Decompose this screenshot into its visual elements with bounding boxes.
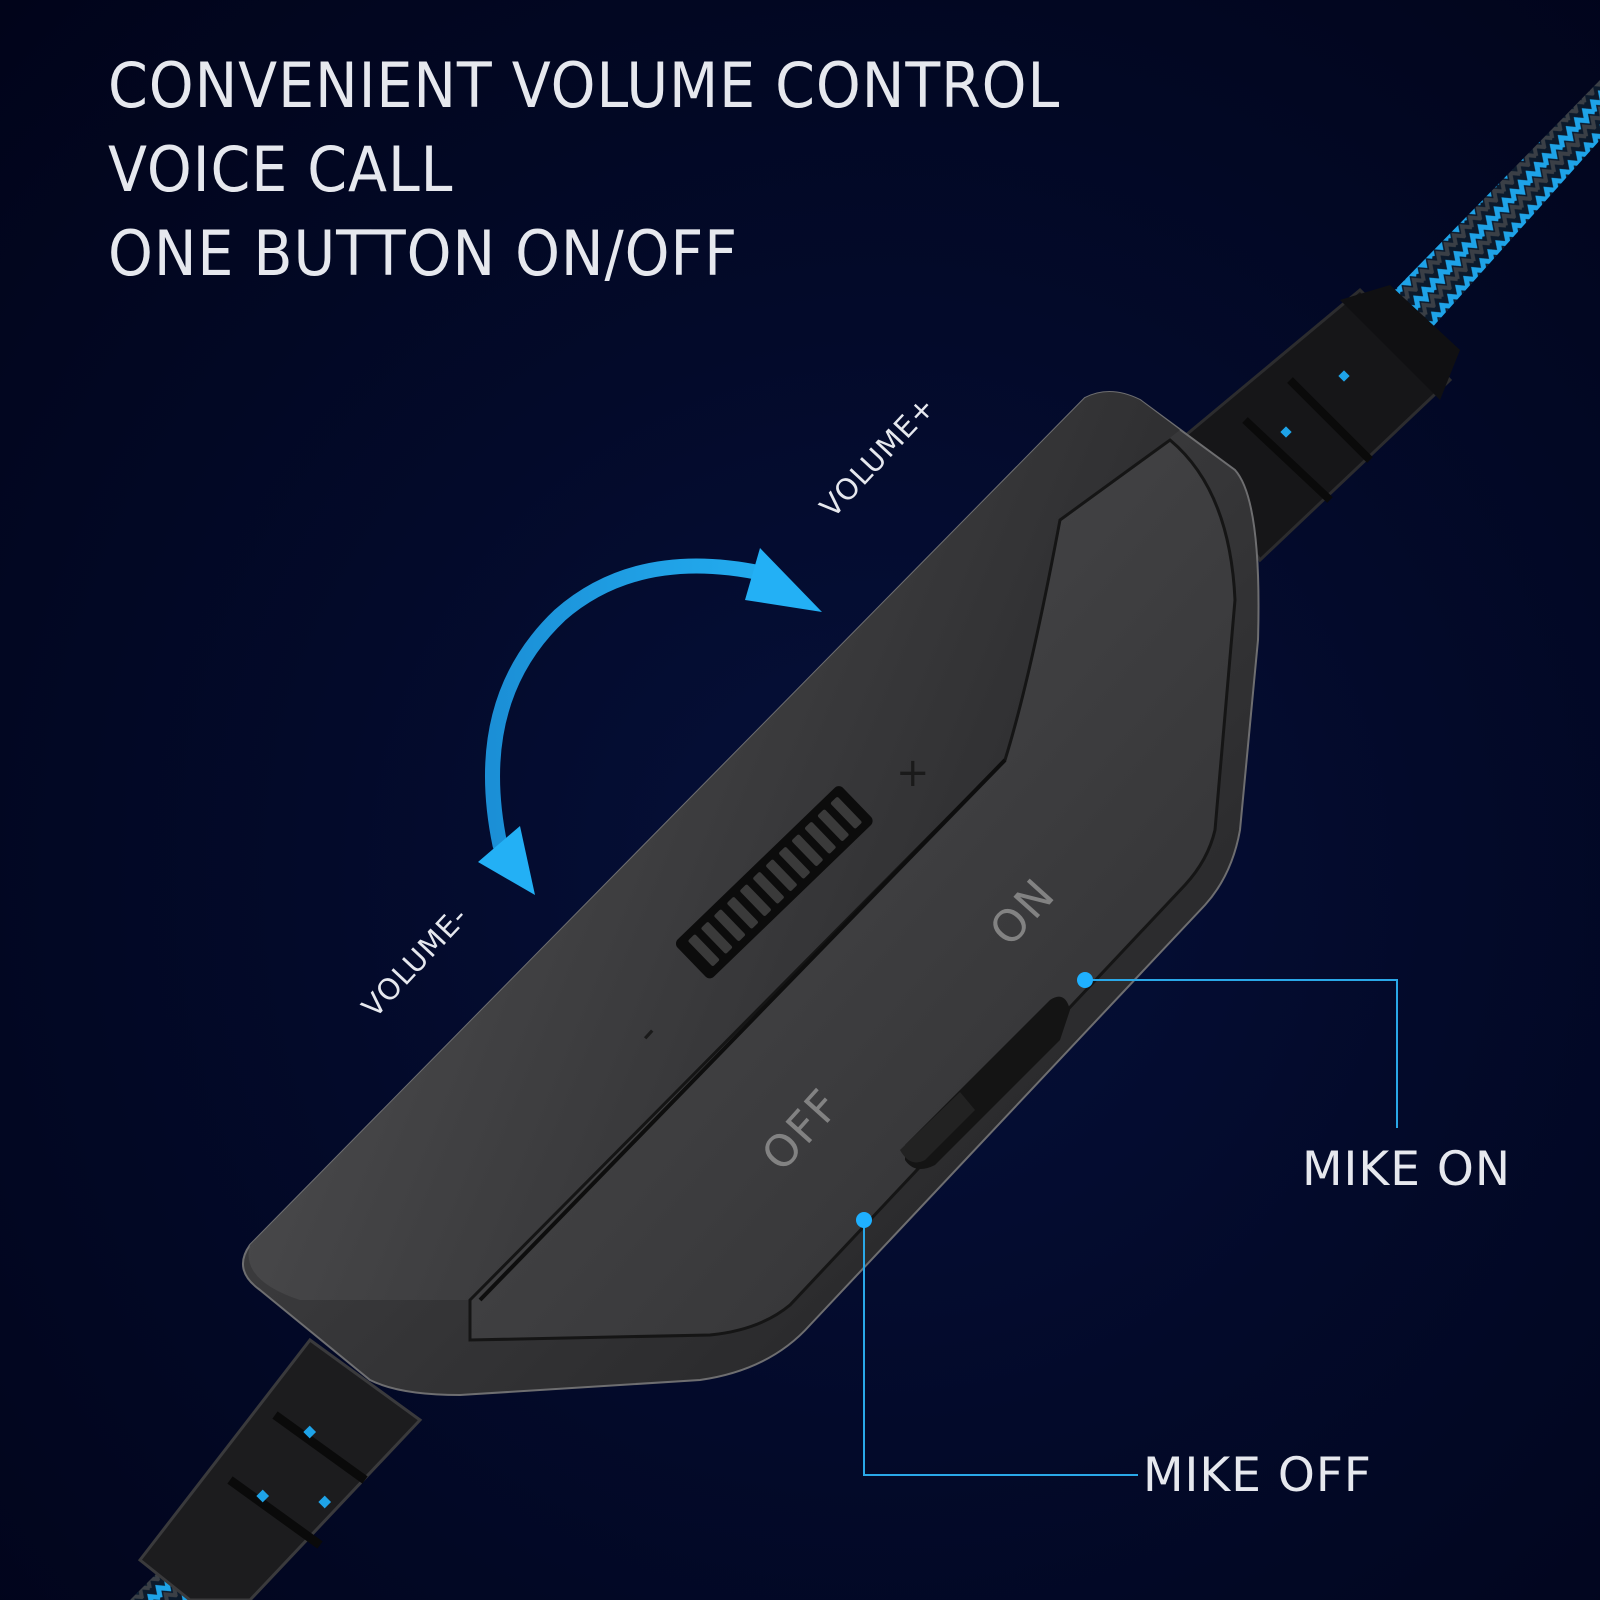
mike-off-label: MIKE OFF	[1143, 1448, 1372, 1503]
headline-line-3: ONE BUTTON ON/OFF	[108, 217, 738, 290]
headline-line-1: CONVENIENT VOLUME CONTROL	[108, 49, 1061, 122]
plus-sign: +	[896, 750, 930, 796]
mike-off-callout-line	[856, 1212, 1138, 1476]
curved-double-arrow-icon	[478, 548, 822, 895]
mike-on-callout-line	[1077, 972, 1398, 1128]
mic-switch[interactable]	[900, 996, 1070, 1169]
mike-on-label: MIKE ON	[1302, 1142, 1512, 1197]
headline: CONVENIENT VOLUME CONTROL VOICE CALL ONE…	[108, 44, 1060, 296]
volume-wheel[interactable]	[674, 784, 876, 981]
lower-cable	[130, 1337, 423, 1600]
headline-line-2: VOICE CALL	[108, 133, 454, 206]
lower-strain-relief	[137, 1337, 423, 1600]
